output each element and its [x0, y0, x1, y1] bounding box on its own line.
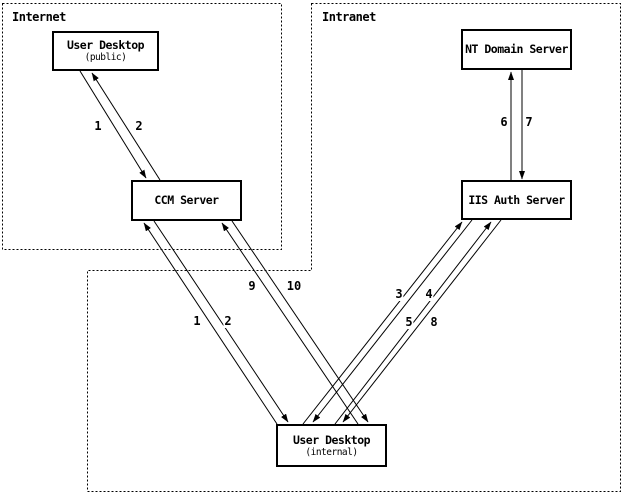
flow-label-4: 4 — [424, 287, 434, 301]
node-nt-domain-server: NT Domain Server — [461, 29, 572, 70]
intranet-zone-label: Intranet — [322, 10, 376, 24]
node-title: IIS Auth Server — [468, 192, 565, 207]
flow-label-3: 3 — [394, 287, 404, 301]
node-title: CCM Server — [154, 193, 219, 207]
internet-zone-outline — [2, 3, 282, 250]
flow-label-1-internal: 1 — [192, 314, 202, 328]
flow-line-4-iis-to-internal — [312, 219, 473, 423]
flow-line-2-ccm-to-public — [91, 72, 161, 181]
node-title: NT Domain Server — [465, 42, 568, 56]
node-subtitle: (internal) — [305, 446, 358, 458]
intranet-zone-outline — [87, 3, 621, 492]
node-user-desktop-internal: User Desktop (internal) — [276, 424, 387, 467]
node-user-desktop-public: User Desktop (public) — [52, 31, 159, 71]
flow-label-2-internal: 2 — [223, 314, 233, 328]
flow-label-7: 7 — [524, 115, 534, 129]
flow-label-6: 6 — [499, 115, 509, 129]
node-iis-auth-server: IIS Auth Server — [461, 180, 572, 220]
flow-line-3-internal-to-iis — [302, 221, 463, 425]
node-ccm-server: CCM Server — [131, 180, 242, 221]
flow-label-10: 10 — [285, 279, 303, 293]
flow-label-8: 8 — [429, 315, 439, 329]
flow-line-9-internal-to-ccm — [221, 222, 359, 425]
flow-label-1-public: 1 — [93, 119, 103, 133]
flow-label-5: 5 — [404, 315, 414, 329]
flow-line-8-iis-to-internal — [342, 219, 502, 423]
node-subtitle: (public) — [84, 52, 127, 63]
flow-line-1-public-to-ccm — [79, 70, 147, 179]
node-title: User Desktop — [66, 38, 145, 52]
flow-line-10-ccm-to-internal — [231, 220, 369, 423]
flow-label-9: 9 — [247, 279, 257, 293]
flow-line-1-internal-to-ccm — [143, 222, 278, 425]
internet-zone-label: Internet — [12, 10, 66, 24]
flow-line-2-ccm-to-internal — [153, 220, 289, 423]
node-title: User Desktop — [292, 432, 371, 447]
flow-label-2-public: 2 — [134, 119, 144, 133]
